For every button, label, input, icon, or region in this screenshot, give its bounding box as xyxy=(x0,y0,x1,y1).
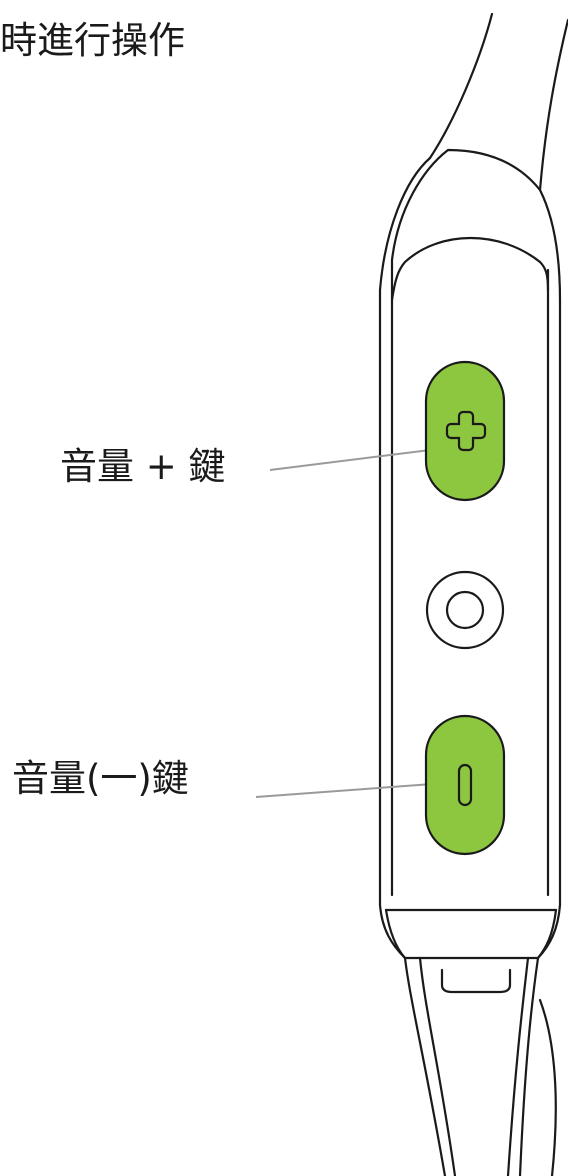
upper-cable xyxy=(428,12,568,192)
volume-down-button xyxy=(424,714,506,856)
volume-up-leader-line xyxy=(269,447,447,471)
multifunction-button xyxy=(425,570,505,650)
remote-body-inner xyxy=(390,148,542,302)
instruction-text: 時進行操作 xyxy=(0,19,185,62)
volume-up-button xyxy=(424,360,506,502)
volume-down-label: 音量(一)鍵 xyxy=(12,757,189,800)
plus-icon xyxy=(445,410,487,452)
volume-down-leader-line xyxy=(255,782,447,798)
lower-strap xyxy=(403,956,540,1176)
volume-up-label: 音量 + 鍵 xyxy=(60,445,226,488)
multifunction-button-inner-ring xyxy=(445,590,485,630)
remote-body-outer xyxy=(378,156,562,960)
minus-icon xyxy=(457,763,473,807)
